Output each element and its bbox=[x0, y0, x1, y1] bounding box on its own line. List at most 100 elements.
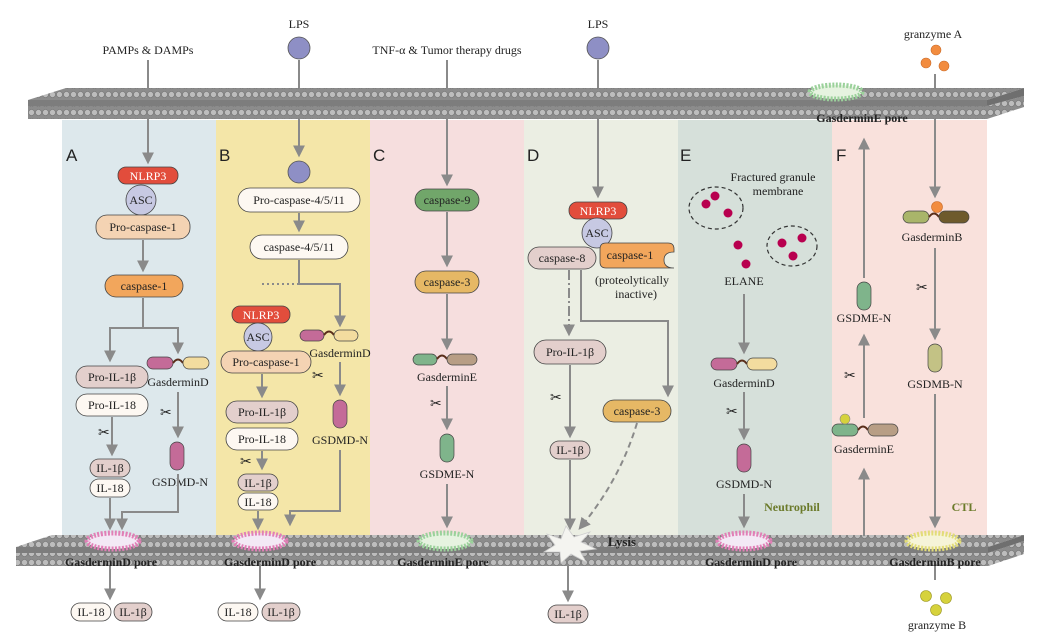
scissors-icon: ✂ bbox=[726, 404, 738, 420]
nlrp3-label-d: NLRP3 bbox=[580, 204, 617, 218]
panel-f: GasderminE ✂ GSDME-N GasderminB ✂ GSDMB-… bbox=[831, 119, 976, 536]
gsdme-n-label-c: GSDME-N bbox=[420, 467, 475, 481]
pore-label-e: GasderminD pore bbox=[705, 555, 798, 569]
scissors-icon: ✂ bbox=[916, 280, 928, 296]
scissors-icon: ✂ bbox=[240, 454, 252, 470]
pro-caspase1-label-b: Pro-caspase-1 bbox=[232, 355, 299, 369]
scissors-icon: ✂ bbox=[160, 405, 172, 421]
gasderminb-nterm bbox=[902, 210, 930, 224]
asc-node-d bbox=[581, 217, 613, 249]
lps-label-b: LPS bbox=[289, 17, 310, 31]
released-il1b-a bbox=[113, 602, 153, 622]
il1b-label-d: IL-1β bbox=[556, 443, 583, 457]
caspase1-inactive-node bbox=[599, 242, 675, 269]
scissors-icon: ✂ bbox=[312, 368, 324, 384]
nlrp3-label: NLRP3 bbox=[130, 169, 167, 183]
nlrp3-node bbox=[117, 166, 179, 185]
top-stimuli: PAMPs & DAMPs LPS TNF-α & Tumor therapy … bbox=[103, 17, 963, 125]
lower-membrane bbox=[16, 535, 1024, 566]
caspase8-label: caspase-8 bbox=[539, 251, 586, 265]
il18-label-a: IL-18 bbox=[96, 481, 123, 495]
il1b-node bbox=[89, 458, 131, 478]
released-il1b-label-d: IL-1β bbox=[554, 607, 581, 621]
il1b-label-a: IL-1β bbox=[96, 461, 123, 475]
panel-c: caspase-9 caspase-3 GasderminE ✂ GSDME-N bbox=[412, 119, 480, 529]
pamps-label: PAMPs & DAMPs bbox=[103, 43, 194, 57]
lps-internal bbox=[287, 160, 311, 184]
pro-il1b-node-d bbox=[533, 339, 607, 365]
gasdermind-label-b: GasderminD bbox=[309, 346, 371, 360]
gasdermind-cterm-e bbox=[746, 357, 778, 371]
fractured-label-2: membrane bbox=[753, 184, 804, 198]
panel-d-bg bbox=[524, 120, 678, 540]
caspase3-label-d: caspase-3 bbox=[614, 404, 661, 418]
il18-node bbox=[89, 478, 131, 498]
panel-f-letter: F bbox=[836, 146, 846, 165]
gasdermind-pore-b bbox=[231, 530, 289, 552]
tnf-label: TNF-α & Tumor therapy drugs bbox=[372, 43, 522, 57]
lps-molecule-d bbox=[586, 36, 610, 60]
pro-caspase1-label: Pro-caspase-1 bbox=[109, 220, 176, 234]
panel-b: Pro-caspase-4/5/11 caspase-4/5/11 NLRP3 … bbox=[220, 119, 371, 531]
lysis-burst bbox=[542, 525, 598, 564]
gsdme-n-bar-c bbox=[439, 433, 455, 463]
il1b-node-b bbox=[237, 473, 279, 492]
gasdermine-label-c: GasderminE bbox=[417, 370, 477, 384]
fractured-label-1: Fractured granule bbox=[731, 170, 816, 184]
asc-label-b: ASC bbox=[246, 330, 269, 344]
released-il18-label-a: IL-18 bbox=[77, 605, 104, 619]
panel-e: Fractured granule membrane ELANE Gasderm… bbox=[688, 170, 821, 529]
gasdermind-pore-a bbox=[84, 530, 142, 552]
granzyme-a-dot bbox=[938, 60, 950, 72]
gasdermind-nterm-e bbox=[710, 357, 738, 371]
released-il18-b bbox=[217, 602, 259, 622]
pore-label-b: GasderminD pore bbox=[224, 555, 317, 569]
scissors-icon: ✂ bbox=[550, 390, 562, 406]
upper-pore-label: GasderminE pore bbox=[816, 111, 908, 125]
gsdmd-n-label-a: GSDMD-N bbox=[152, 475, 208, 489]
gasderminb-pore-f bbox=[904, 530, 962, 552]
gasdermine-label-f: GasderminE bbox=[834, 442, 894, 456]
fractured-granule bbox=[766, 225, 818, 267]
elane-label: ELANE bbox=[724, 274, 763, 288]
pro-il18-label: Pro-IL-18 bbox=[88, 398, 136, 412]
pro-il1b-node-b bbox=[225, 400, 299, 424]
pores bbox=[84, 82, 962, 564]
pro-il1b-label: Pro-IL-1β bbox=[88, 370, 136, 384]
granzyme-b-dot bbox=[940, 592, 952, 604]
lps-label-d: LPS bbox=[588, 17, 609, 31]
released-il18-a bbox=[70, 602, 112, 622]
gasdermine-nterm-f bbox=[831, 423, 859, 437]
il1b-node-d bbox=[549, 440, 591, 460]
panel-d: NLRP3 ASC caspase-8 caspase-1 (proteolyt… bbox=[527, 119, 675, 531]
gsdmd-n-label-e: GSDMD-N bbox=[716, 477, 772, 491]
panel-e-letter: E bbox=[680, 146, 691, 165]
lower-membrane-labels: GasderminD pore GasderminD pore Gasdermi… bbox=[65, 534, 981, 569]
gasderminb-label: GasderminB bbox=[902, 230, 963, 244]
gsdmd-n-bar-b bbox=[332, 399, 348, 429]
nlrp3-label-b: NLRP3 bbox=[243, 308, 280, 322]
pro-il18-label-b: Pro-IL-18 bbox=[238, 432, 286, 446]
released-products: IL-18 IL-1β IL-18 IL-1β IL-1β granzyme B bbox=[70, 566, 966, 632]
pro-il1b-label-d: Pro-IL-1β bbox=[546, 345, 594, 359]
panel-a-letter: A bbox=[66, 146, 78, 165]
gasdermine-nterm bbox=[412, 353, 438, 366]
caspase-4-5-11-node bbox=[249, 234, 349, 260]
gsdmd-n-bar bbox=[169, 441, 185, 471]
gasdermine-pore-top bbox=[807, 82, 865, 102]
il1b-label-b: IL-1β bbox=[244, 476, 271, 490]
asc-label-d: ASC bbox=[585, 226, 608, 240]
scissors-icon: ✂ bbox=[844, 368, 856, 384]
gsdme-n-bar-f bbox=[856, 281, 872, 311]
granzyme-b-label: granzyme B bbox=[908, 618, 966, 632]
scissors-icon: ✂ bbox=[98, 425, 110, 441]
pro-caspase1-node bbox=[95, 214, 191, 240]
inactive-label-1: (proteolytically bbox=[595, 273, 669, 287]
released-il1b-label-b: IL-1β bbox=[267, 605, 294, 619]
caspase3-node-d bbox=[602, 399, 672, 423]
caspase3-node bbox=[414, 270, 480, 294]
gasdermind-cterm bbox=[182, 356, 210, 370]
gasdermine-cterm-f bbox=[867, 423, 899, 437]
